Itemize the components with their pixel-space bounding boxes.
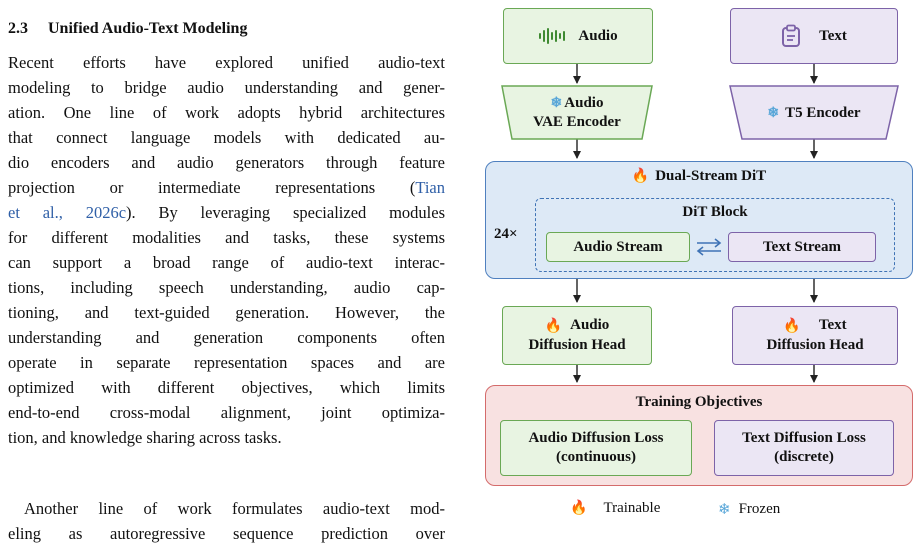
paragraph-line: optimized with different objectives, whi… bbox=[8, 378, 445, 397]
paragraph-line: tion, and knowledge sharing across tasks… bbox=[8, 428, 282, 447]
audio-head-label: Audio bbox=[570, 317, 610, 334]
audio-loss-box: Audio Diffusion Loss (continuous) bbox=[500, 420, 692, 476]
flame-icon: 🔥 bbox=[783, 318, 801, 334]
audio-encoder-shape bbox=[501, 85, 653, 140]
paragraph-text: ). By leveraging specialized modules bbox=[126, 203, 446, 222]
dit-title-label: Dual-Stream DiT bbox=[655, 168, 767, 184]
t5-encoder: ❄ T5 Encoder bbox=[742, 88, 886, 138]
snowflake-icon: ❄ bbox=[718, 502, 731, 518]
text-stream-label: Text Stream bbox=[763, 238, 841, 255]
audio-head-label: Diffusion Head bbox=[528, 336, 626, 353]
text-encoder-shape bbox=[729, 85, 899, 140]
section-number: 2.3 bbox=[8, 20, 28, 37]
text-input-label: Text bbox=[819, 27, 847, 44]
flame-icon: 🔥 bbox=[570, 501, 588, 517]
paragraph-line: that connect language models with dedica… bbox=[8, 128, 445, 147]
paragraph-line: Recent efforts have explored unified aud… bbox=[8, 53, 445, 72]
text-diffusion-head: 🔥 Text Diffusion Head bbox=[732, 306, 898, 365]
audio-diffusion-head: 🔥 Audio Diffusion Head bbox=[502, 306, 652, 365]
paragraph-line: understanding and generation components … bbox=[8, 328, 445, 347]
audio-encoder-label: Audio bbox=[564, 94, 604, 111]
paragraph-line: tioning, and text-guided generation. How… bbox=[8, 303, 445, 322]
section-heading: 2.3 Unified Audio-Text Modeling bbox=[8, 20, 247, 38]
audio-vae-encoder: ❄Audio VAE Encoder bbox=[512, 88, 642, 138]
audio-loss-label: Audio Diffusion Loss bbox=[528, 430, 664, 446]
paragraph-line: dio encoders and audio generators throug… bbox=[8, 153, 445, 172]
audio-loss-label: (continuous) bbox=[555, 449, 636, 465]
text-input-box: Text bbox=[730, 8, 898, 64]
text-loss-label: (discrete) bbox=[774, 449, 834, 465]
paragraph-line: tions, including speech understanding, a… bbox=[8, 278, 445, 297]
audio-input-label: Audio bbox=[578, 27, 618, 44]
text-loss-label: Text Diffusion Loss bbox=[742, 430, 866, 446]
objectives-title: Training Objectives bbox=[635, 394, 763, 410]
audio-encoder-label: VAE Encoder bbox=[533, 114, 621, 131]
paragraph-line: can support a broad range of audio-text … bbox=[8, 253, 445, 272]
legend-frozen: ❄ Frozen bbox=[718, 500, 780, 519]
section-title: Unified Audio-Text Modeling bbox=[48, 20, 248, 37]
audio-stream-box: Audio Stream bbox=[546, 232, 690, 262]
text-loss-box: Text Diffusion Loss (discrete) bbox=[714, 420, 894, 476]
citation-link[interactable]: et al., 2026c bbox=[8, 203, 127, 222]
flame-icon: 🔥 bbox=[631, 169, 650, 185]
dit-title: 🔥 Dual-Stream DiT bbox=[482, 168, 916, 185]
flame-icon: 🔥 bbox=[544, 318, 563, 334]
dit-block bbox=[535, 198, 895, 272]
paragraph-line: end-to-end cross-modal alignment, joint … bbox=[8, 403, 445, 422]
clipboard-icon bbox=[782, 24, 801, 47]
citation-link[interactable]: Tian bbox=[415, 178, 445, 197]
paragraph-line: for different modalities and tasks, thes… bbox=[8, 228, 445, 247]
bidirectional-arrow-icon bbox=[696, 238, 722, 256]
paragraph-line-with-citation: projection or intermediate representatio… bbox=[8, 175, 445, 200]
t5-encoder-label: T5 Encoder bbox=[785, 104, 861, 121]
text-stream-box: Text Stream bbox=[728, 232, 876, 262]
paragraph-1: Recent efforts have explored unified aud… bbox=[8, 50, 445, 450]
repeat-count: 24× bbox=[494, 226, 518, 242]
legend-frozen-label: Frozen bbox=[738, 500, 781, 517]
audio-input-box: Audio bbox=[503, 8, 653, 64]
text-head-label: Text bbox=[818, 317, 847, 334]
dit-block-title: DiT Block bbox=[682, 204, 748, 220]
paragraph-2: Another line of work formulates audio-te… bbox=[8, 496, 445, 546]
paragraph-line: modeling to bridge audio understanding a… bbox=[8, 78, 445, 97]
paragraph-line: ation. One line of work adopts hybrid ar… bbox=[8, 103, 445, 122]
snowflake-icon: ❄ bbox=[767, 105, 780, 121]
paragraph-line: operate in separate representation space… bbox=[8, 353, 445, 372]
text-head-label: Diffusion Head bbox=[766, 336, 864, 353]
paragraph-line: Another line of work formulates audio-te… bbox=[24, 499, 445, 518]
paragraph-text: projection or intermediate representatio… bbox=[8, 178, 416, 197]
waveform-icon bbox=[539, 28, 566, 44]
snowflake-icon: ❄ bbox=[550, 96, 563, 112]
paragraph-line: eling as autoregressive sequence predict… bbox=[8, 524, 445, 543]
paragraph-line-with-citation: et al., 2026c). By leveraging specialize… bbox=[8, 200, 445, 225]
legend-trainable-label: Trainable bbox=[603, 500, 661, 516]
legend-trainable: 🔥 Trainable bbox=[570, 500, 660, 517]
architecture-figure: Audio Text ❄Audio VAE Encoder ❄ T5 Encod… bbox=[482, 0, 916, 547]
audio-stream-label: Audio Stream bbox=[573, 238, 663, 255]
